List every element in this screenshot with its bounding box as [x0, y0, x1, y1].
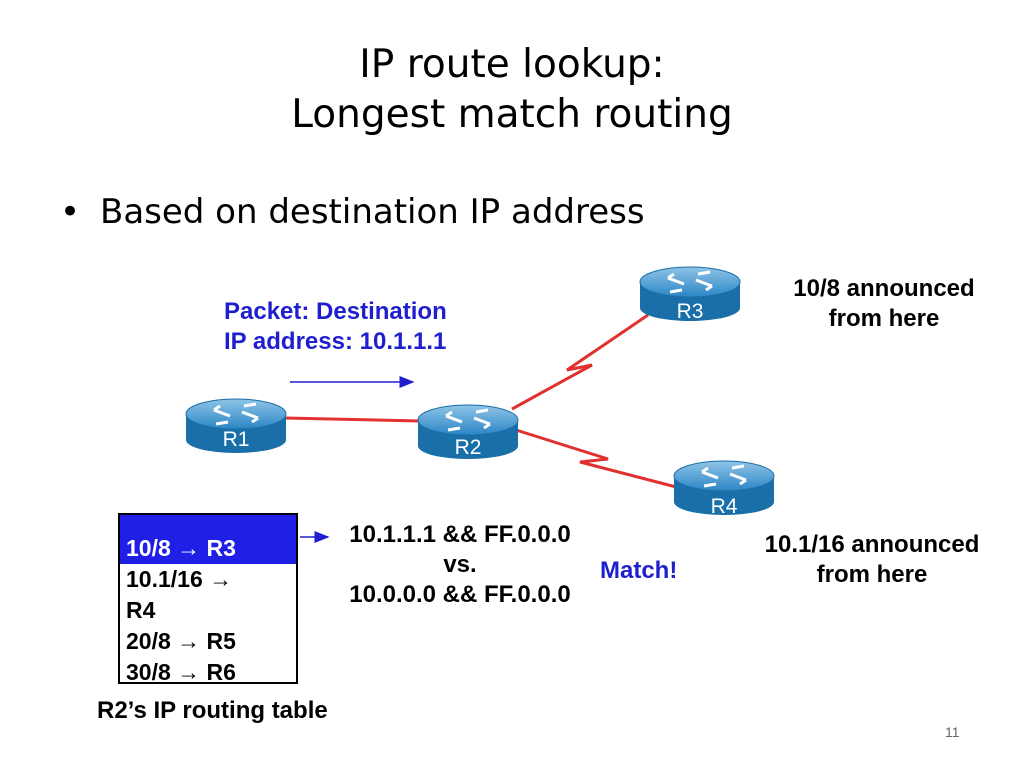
r3-note-line-2: from here	[828, 305, 940, 332]
r4-note-line-1: 10.1/16 announced	[764, 531, 980, 558]
routing-table-caption: R2’s IP routing table	[97, 697, 328, 724]
router-label-r2: R2	[455, 436, 482, 459]
routing-table-row: 20/8 → R5	[126, 628, 236, 654]
bullet-item: • Based on destination IP address	[60, 190, 645, 234]
router-arrows-icon	[213, 402, 259, 426]
router-arrows-icon	[445, 408, 491, 432]
title-line-2: Longest match routing	[291, 92, 733, 137]
packet-label: Packet: Destination IP address: 10.1.1.1	[224, 297, 447, 357]
packet-label-line-2: IP address: 10.1.1.1	[224, 328, 447, 355]
compare-line-2: vs.	[443, 551, 477, 578]
router-r2: R2	[417, 404, 519, 459]
page-number: 11	[945, 724, 960, 740]
compare-line-1: 10.1.1.1 && FF.0.0.0	[349, 521, 571, 548]
router-r4: R4	[673, 460, 775, 518]
match-label: Match!	[600, 557, 678, 584]
link-r1-r2	[284, 416, 421, 423]
routing-table-row: 30/8 → R6	[126, 659, 236, 685]
router-arrows-icon	[667, 270, 713, 294]
bullet-dot-icon: •	[60, 192, 81, 232]
mask-comparison: 10.1.1.1 && FF.0.0.0 vs. 10.0.0.0 && FF.…	[324, 520, 596, 610]
link-r2-r3	[511, 313, 649, 411]
link-r2-r4	[515, 428, 681, 490]
router-r1: R1	[185, 398, 287, 453]
routing-table-row: 10.1/16 →	[126, 566, 233, 592]
router-label-r4: R4	[711, 495, 738, 518]
routing-table: 10/8 → R3 10.1/16 → R4 20/8 → R5 30/8 → …	[118, 513, 298, 685]
r3-announcement-note: 10/8 announced from here	[770, 274, 998, 334]
router-label-r3: R3	[677, 300, 704, 323]
links	[284, 313, 681, 490]
r4-announcement-note: 10.1/16 announced from here	[738, 530, 1006, 590]
router-arrows-icon	[701, 464, 747, 488]
title-line-1: IP route lookup:	[359, 42, 665, 87]
compare-line-3: 10.0.0.0 && FF.0.0.0	[349, 581, 571, 608]
r3-note-line-1: 10/8 announced	[793, 275, 975, 302]
routing-table-row-selected: 10/8 → R3	[120, 515, 296, 564]
router-label-r1: R1	[223, 428, 250, 451]
r4-note-line-2: from here	[816, 561, 928, 588]
routing-table-row: R4	[126, 597, 156, 623]
router-r3: R3	[639, 266, 741, 323]
packet-label-line-1: Packet: Destination	[224, 298, 447, 325]
bullet-text: Based on destination IP address	[100, 192, 645, 232]
slide-title: IP route lookup: Longest match routing	[0, 40, 1024, 140]
